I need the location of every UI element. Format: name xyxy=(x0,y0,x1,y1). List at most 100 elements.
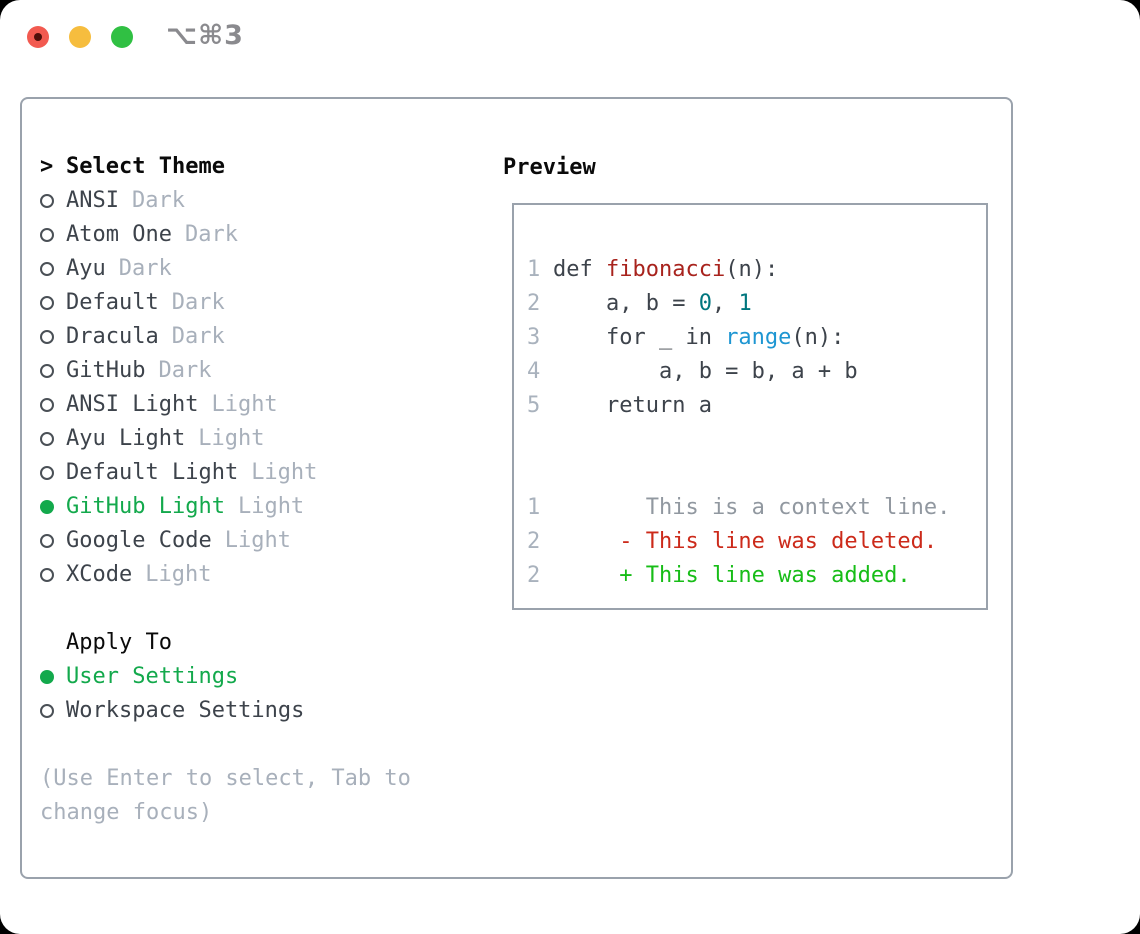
radio-unselected-icon xyxy=(40,330,54,344)
theme-option-label: ANSI xyxy=(66,188,119,213)
apply-option-label: User Settings xyxy=(66,664,239,689)
theme-option-label: Google Code xyxy=(66,528,212,553)
code-line: 4 a, b = b, a + b xyxy=(527,355,950,389)
line-number: 3 xyxy=(527,325,541,350)
theme-option-github-light-light[interactable]: GitHub Light Light xyxy=(40,490,411,524)
preview-header: Preview xyxy=(503,154,596,180)
theme-option-default-light-light[interactable]: Default Light Light xyxy=(40,456,411,490)
theme-variant-tag: Dark xyxy=(131,188,185,213)
token-plain: , xyxy=(711,291,739,316)
theme-option-label: GitHub Light xyxy=(66,494,225,519)
line-number: 4 xyxy=(527,359,541,384)
token-plain: for _ in xyxy=(553,325,726,350)
radio-unselected-icon xyxy=(40,704,54,718)
apply-option-label: Workspace Settings xyxy=(66,698,305,723)
radio-selected-icon xyxy=(40,500,54,514)
theme-option-google-code-light[interactable]: Google Code Light xyxy=(40,524,411,558)
apply-option-user-settings[interactable]: User Settings xyxy=(40,660,411,694)
radio-unselected-icon xyxy=(40,534,54,548)
token-plain: return a xyxy=(553,393,712,418)
radio-unselected-icon xyxy=(40,194,54,208)
theme-option-label: Default xyxy=(66,290,159,315)
token-num: 0 xyxy=(698,291,712,316)
radio-unselected-icon xyxy=(40,568,54,582)
close-button[interactable] xyxy=(27,26,49,48)
traffic-lights xyxy=(27,26,133,48)
token-plain: (n): xyxy=(725,257,779,282)
line-number: 1 xyxy=(527,257,541,282)
apply-option-workspace-settings[interactable]: Workspace Settings xyxy=(40,694,411,728)
theme-option-atom-one-dark[interactable]: Atom One Dark xyxy=(40,218,411,252)
radio-unselected-icon xyxy=(40,466,54,480)
theme-variant-tag: Dark xyxy=(118,256,172,281)
radio-unselected-icon xyxy=(40,364,54,378)
theme-option-dracula-dark[interactable]: Dracula Dark xyxy=(40,320,411,354)
radio-selected-icon xyxy=(40,670,54,684)
line-number: 5 xyxy=(527,393,541,418)
selection-cursor-icon: > xyxy=(40,154,54,179)
radio-unselected-icon xyxy=(40,398,54,412)
line-number: 2 xyxy=(527,291,541,316)
select-theme-header: Select Theme xyxy=(66,154,225,179)
line-number: 2 xyxy=(527,529,541,554)
theme-option-label: Ayu Light xyxy=(66,426,186,451)
theme-option-label: Ayu xyxy=(66,256,106,281)
theme-option-default-dark[interactable]: Default Dark xyxy=(40,286,411,320)
line-number: 2 xyxy=(527,563,541,588)
theme-option-label: GitHub xyxy=(66,358,146,383)
theme-variant-tag: Light xyxy=(224,528,291,553)
theme-option-github-dark[interactable]: GitHub Dark xyxy=(40,354,411,388)
token-builtin: range xyxy=(725,325,792,350)
theme-option-ansi-light-light[interactable]: ANSI Light Light xyxy=(40,388,411,422)
diff-text: This is a context line. xyxy=(553,495,951,520)
code-line: 2 a, b = 0, 1 xyxy=(527,287,950,321)
zoom-button[interactable] xyxy=(111,26,133,48)
diff-text: + This line was added. xyxy=(553,563,911,588)
radio-unselected-icon xyxy=(40,228,54,242)
code-line: 3 for _ in range(n): xyxy=(527,321,950,355)
theme-variant-tag: Dark xyxy=(184,222,238,247)
theme-option-xcode-light[interactable]: XCode Light xyxy=(40,558,411,592)
token-plain: def xyxy=(553,257,606,282)
theme-option-label: XCode xyxy=(66,562,133,587)
window-title: ⌥⌘3 xyxy=(166,20,244,51)
token-plain: (n): xyxy=(791,325,845,350)
theme-option-ansi-dark[interactable]: ANSI Dark xyxy=(40,184,411,218)
diff-line-added: 2 + This line was added. xyxy=(527,559,950,593)
apply-to-header-row: Apply To xyxy=(40,626,411,660)
theme-variant-tag: Light xyxy=(145,562,212,587)
minimize-button[interactable] xyxy=(69,26,91,48)
token-num: 1 xyxy=(738,291,752,316)
theme-variant-tag: Light xyxy=(237,494,305,519)
diff-text: - This line was deleted. xyxy=(553,529,938,554)
token-plain: a, b = b, a + b xyxy=(553,359,858,384)
hint-line-1: (Use Enter to select, Tab to xyxy=(40,766,411,791)
theme-option-label: Dracula xyxy=(66,324,159,349)
radio-unselected-icon xyxy=(40,296,54,310)
theme-variant-tag: Dark xyxy=(171,324,225,349)
diff-line-context: 1 This is a context line. xyxy=(527,491,950,525)
theme-variant-tag: Light xyxy=(211,392,278,417)
line-number: 1 xyxy=(527,495,541,520)
theme-option-label: Atom One xyxy=(66,222,172,247)
code-line: 5 return a xyxy=(527,389,950,423)
theme-variant-tag: Dark xyxy=(171,290,225,315)
theme-variant-tag: Dark xyxy=(158,358,212,383)
apply-to-header: Apply To xyxy=(66,630,172,655)
theme-option-ayu-dark[interactable]: Ayu Dark xyxy=(40,252,411,286)
close-dot-icon xyxy=(34,33,42,41)
hint-line-2: change focus) xyxy=(40,800,213,825)
radio-unselected-icon xyxy=(40,432,54,446)
theme-variant-tag: Light xyxy=(251,460,318,485)
radio-unselected-icon xyxy=(40,262,54,276)
select-theme-header-row: > Select Theme xyxy=(40,150,411,184)
theme-option-label: ANSI Light xyxy=(66,392,199,417)
token-plain: a, b = xyxy=(553,291,699,316)
theme-option-label: Default Light xyxy=(66,460,239,485)
